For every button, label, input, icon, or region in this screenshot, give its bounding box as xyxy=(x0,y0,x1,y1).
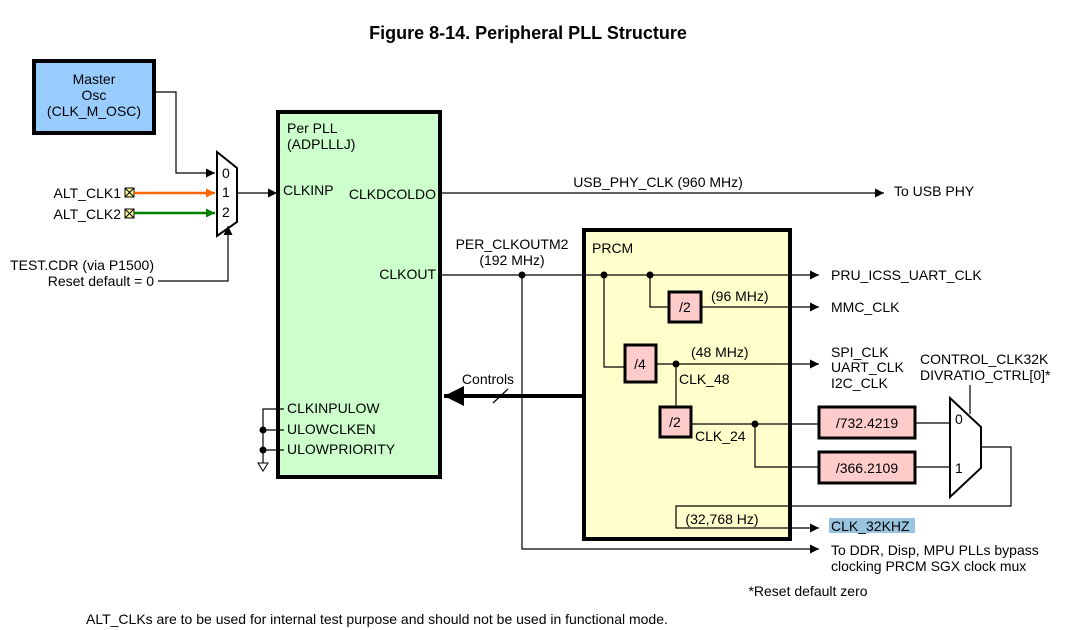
div-by-2-mmc-label: /2 xyxy=(679,299,691,315)
alt-clk1-pin-icon xyxy=(124,187,135,198)
junction-dot xyxy=(259,426,267,434)
bypass-label-2: clocking PRCM SGX clock mux xyxy=(831,558,1026,574)
per-clkoutm2-freq: (192 MHz) xyxy=(479,252,544,268)
per-pll-name-1: Per PLL xyxy=(287,120,338,136)
clk-32khz-highlight xyxy=(829,518,915,533)
div-by-4-label: /4 xyxy=(634,356,646,372)
div-732-4219 xyxy=(817,405,917,440)
reset-default-note: *Reset default zero xyxy=(748,583,867,599)
div-by-4 xyxy=(623,343,658,384)
master-osc-label-1: Master xyxy=(73,71,116,87)
to-usb-phy-label: To USB PHY xyxy=(894,183,975,199)
prcm-box xyxy=(582,228,792,541)
clkout-port: CLKOUT xyxy=(379,266,436,282)
control-clk32k-label: CONTROL_CLK32K xyxy=(920,351,1049,367)
mux-select-wire xyxy=(158,226,233,282)
master-osc-label-3: (CLK_M_OSC) xyxy=(47,103,141,119)
alt-clk2-label: ALT_CLK2 xyxy=(54,206,122,222)
input-mux-in-1: 1 xyxy=(222,184,230,200)
clk-48-label: CLK_48 xyxy=(679,371,730,387)
usb-phy-clk-label: USB_PHY_CLK (960 MHz) xyxy=(573,174,743,190)
controls-bus-slash xyxy=(492,388,509,404)
input-mux: 0 1 2 xyxy=(216,149,238,238)
clk32k-mux-in-0: 0 xyxy=(955,411,963,427)
alt-clk1-label: ALT_CLK1 xyxy=(54,185,122,201)
spi-clk-label: SPI_CLK xyxy=(831,344,889,360)
figure-title: Figure 8-14. Peripheral PLL Structure xyxy=(369,23,687,43)
div-366-2109 xyxy=(817,450,917,485)
per-pll-name-2: (ADPLLLJ) xyxy=(287,136,355,152)
clk-32khz-label: CLK_32KHZ xyxy=(831,518,910,534)
ground-icon xyxy=(257,462,269,472)
ulowclken-port: ULOWCLKEN xyxy=(287,421,376,437)
clkinpulow-port: CLKINPULOW xyxy=(287,400,380,416)
clk32k-mux-shape xyxy=(949,395,982,500)
clk32k-mux-in-1: 1 xyxy=(955,460,963,476)
master-osc-block: Master Osc (CLK_M_OSC) xyxy=(32,59,156,135)
clkdcoldo-port: CLKDCOLDO xyxy=(349,186,436,202)
master-osc-box xyxy=(32,59,156,135)
div-by-2-clk24 xyxy=(658,405,693,439)
ulowpriority-port: ULOWPRIORITY xyxy=(287,441,396,457)
uart-clk-label: UART_CLK xyxy=(831,359,905,375)
per-pll-block: Per PLL (ADPLLLJ) CLKINP CLKDCOLDO CLKOU… xyxy=(276,110,442,479)
bypass-clock-wire xyxy=(521,275,819,554)
input-mux-in-0: 0 xyxy=(222,165,230,181)
clkinp-port: CLKINP xyxy=(283,182,334,198)
alt-clk2-pin-icon xyxy=(124,208,135,219)
div-732-4219-label: /732.4219 xyxy=(836,415,898,431)
clk-32k-freq: (32,768 Hz) xyxy=(685,511,758,527)
div-by-2-mmc xyxy=(667,290,703,324)
clk32k-mux: 0 1 xyxy=(949,395,982,500)
controls-label: Controls xyxy=(462,371,514,387)
test-cdr-label: TEST.CDR (via P1500) xyxy=(10,257,154,273)
clk-32khz-wire xyxy=(675,446,1012,533)
input-mux-shape xyxy=(216,149,238,238)
input-mux-in-2: 2 xyxy=(222,204,230,220)
clk-48-freq: (48 MHz) xyxy=(691,344,749,360)
prcm-block: PRCM xyxy=(582,228,792,541)
junction-dot xyxy=(259,446,267,454)
ground-tie-network xyxy=(257,408,284,472)
reset-default-label: Reset default = 0 xyxy=(48,273,154,289)
master-osc-label-2: Osc xyxy=(82,87,107,103)
i2c-clk-label: I2C_CLK xyxy=(831,375,888,391)
divratio-ctrl-label: DIVRATIO_CTRL[0]* xyxy=(920,367,1051,383)
mmc-clk-freq: (96 MHz) xyxy=(711,288,769,304)
per-pll-box xyxy=(276,110,442,479)
mmc-clk-label: MMC_CLK xyxy=(831,299,900,315)
div-366-2109-label: /366.2109 xyxy=(836,460,898,476)
pru-icss-uart-clk-label: PRU_ICSS_UART_CLK xyxy=(831,267,982,283)
div-by-2-clk24-label: /2 xyxy=(669,414,681,430)
master-osc-wire xyxy=(155,91,215,178)
footnote: ALT_CLKs are to be used for internal tes… xyxy=(86,611,668,627)
prcm-label: PRCM xyxy=(592,240,633,256)
bypass-label-1: To DDR, Disp, MPU PLLs bypass xyxy=(831,542,1039,558)
per-clkoutm2-label: PER_CLKOUTM2 xyxy=(456,236,569,252)
clk-24-label: CLK_24 xyxy=(695,428,746,444)
